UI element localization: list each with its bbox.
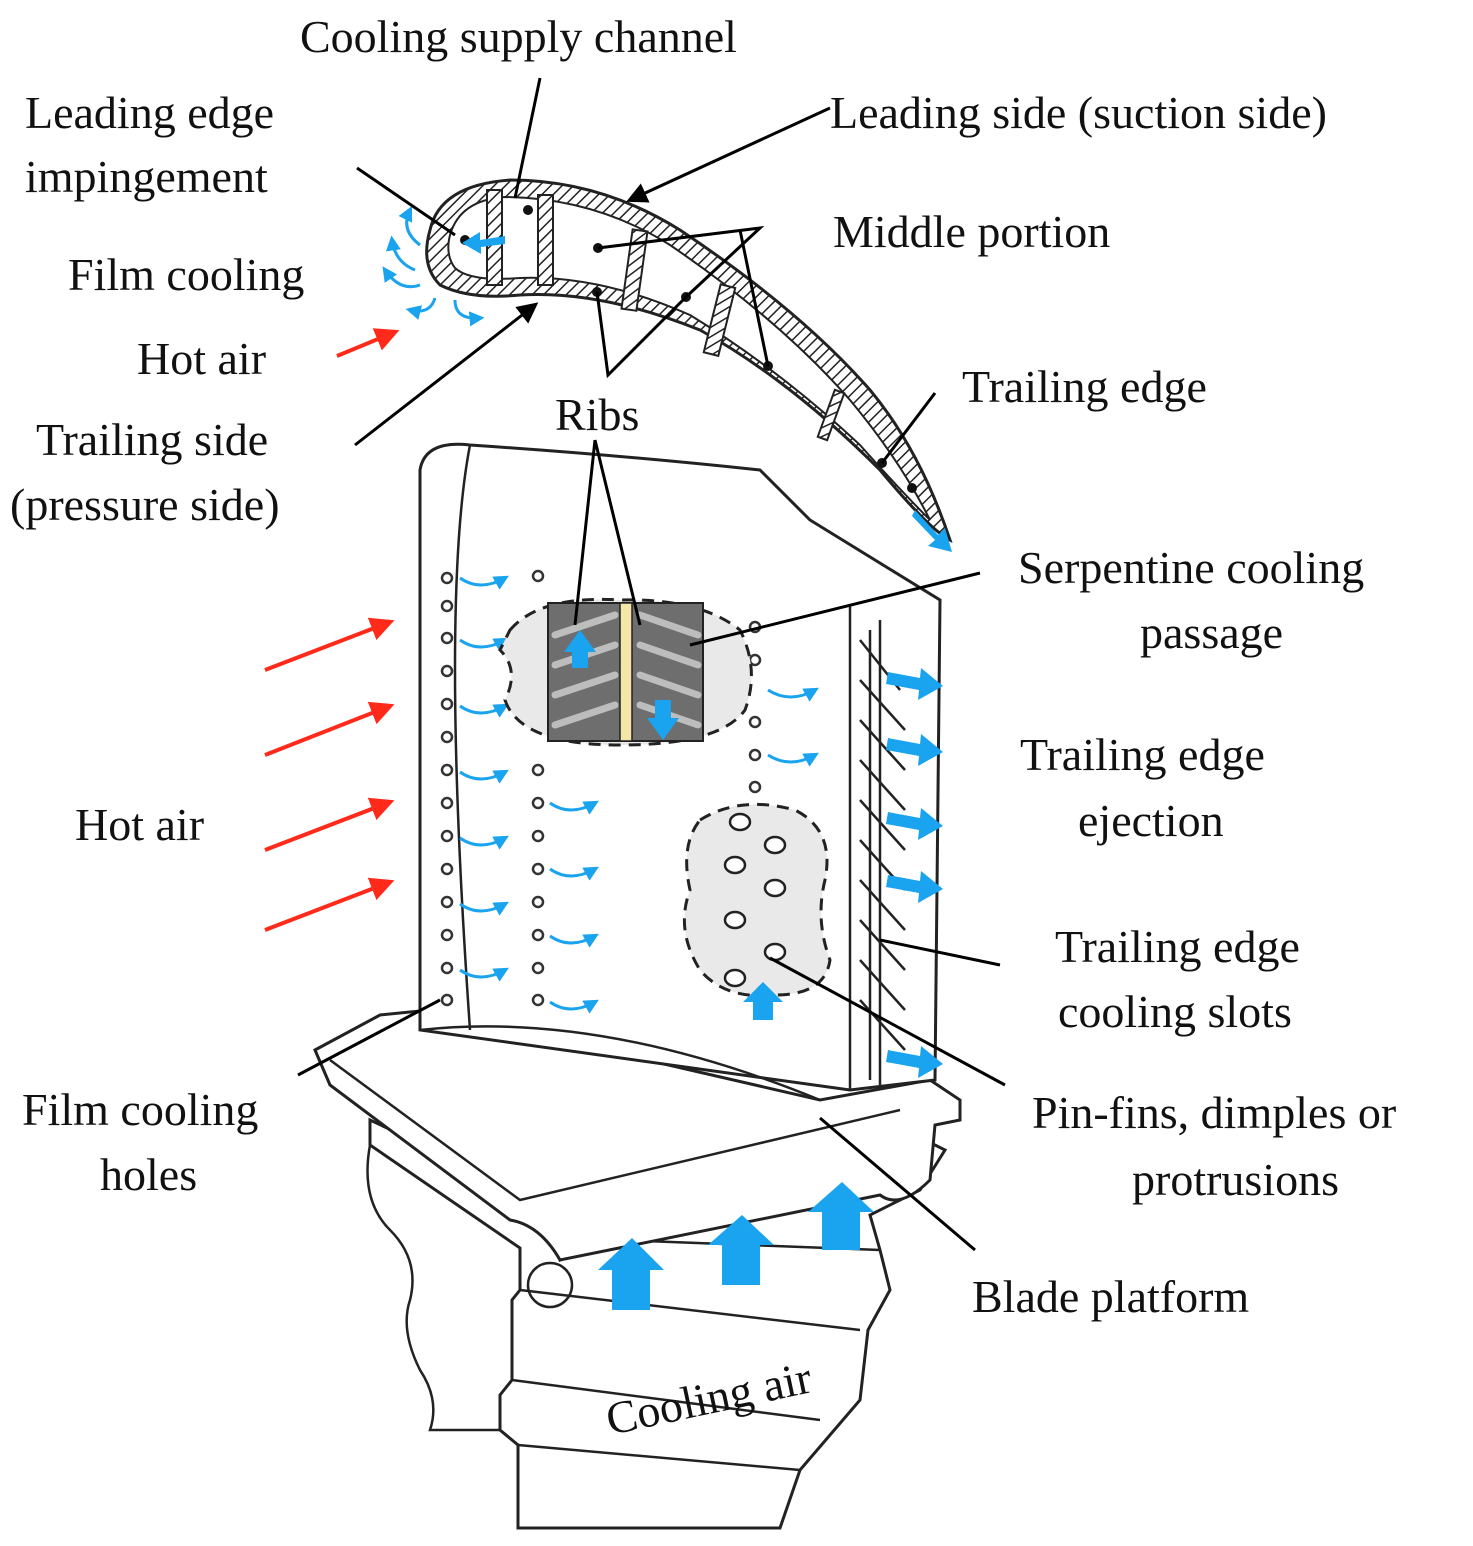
coolant-down-arrow-icon <box>647 700 679 740</box>
root-cooling-air-arrows <box>598 1182 874 1310</box>
label-film-holes-line1: Film cooling <box>22 1084 258 1135</box>
labels: Cooling supply channel Leading edge impi… <box>10 11 1396 1322</box>
airfoil-cross-section <box>425 178 953 552</box>
label-blade-platform: Blade platform <box>972 1271 1249 1322</box>
label-leading-edge-impingement-line2: impingement <box>25 151 268 202</box>
film-cooling-flow-arrows <box>459 575 819 1014</box>
serpentine-cooling-passage-cutaway <box>498 597 753 747</box>
label-te-slots-line2: cooling slots <box>1058 986 1292 1037</box>
label-trailing-side-line1: Trailing side <box>36 414 268 465</box>
label-pin-fins-line1: Pin-fins, dimples or <box>1032 1087 1396 1138</box>
trailing-edge-slots <box>859 620 906 1085</box>
impingement-arrow-icon <box>462 232 505 254</box>
hot-air-arrows <box>264 328 400 932</box>
trailing-edge-exit-arrow-icon <box>912 510 952 552</box>
coolant-pin-fin-arrow-icon <box>743 982 783 1020</box>
label-serpentine-line2: passage <box>1140 607 1283 658</box>
label-te-ejection-line1: Trailing edge <box>1020 729 1265 780</box>
label-hot-air-side: Hot air <box>75 799 204 850</box>
film-cooling-holes-column-2 <box>531 569 545 1007</box>
label-te-slots-line1: Trailing edge <box>1055 921 1300 972</box>
coolant-up-arrow-icon <box>564 630 596 668</box>
label-trailing-side-line2: (pressure side) <box>10 479 280 530</box>
label-middle-portion: Middle portion <box>833 206 1110 257</box>
film-cooling-holes-column-1 <box>440 571 454 1007</box>
label-trailing-edge: Trailing edge <box>962 361 1207 412</box>
root-lobe-icon <box>526 1261 574 1309</box>
label-film-holes-line2: holes <box>100 1149 197 1200</box>
label-film-cooling: Film cooling <box>68 249 304 300</box>
label-cooling-supply-channel: Cooling supply channel <box>300 11 737 62</box>
airfoil-body <box>418 442 942 1102</box>
label-leading-edge-impingement-line1: Leading edge <box>25 87 274 138</box>
label-hot-air-top: Hot air <box>137 333 266 384</box>
label-leading-side: Leading side (suction side) <box>830 87 1327 138</box>
blade-platform <box>313 1008 962 1262</box>
leading-edge-film-swirls <box>382 205 485 327</box>
label-pin-fins-line2: protrusions <box>1132 1154 1339 1205</box>
trailing-edge-ejection-arrows <box>886 668 943 1078</box>
leader-lines <box>297 77 1006 1252</box>
pin-fin-cutaway <box>682 802 832 1020</box>
label-te-ejection-line2: ejection <box>1078 795 1224 846</box>
label-serpentine-line1: Serpentine cooling <box>1018 542 1364 593</box>
label-ribs: Ribs <box>555 389 639 440</box>
